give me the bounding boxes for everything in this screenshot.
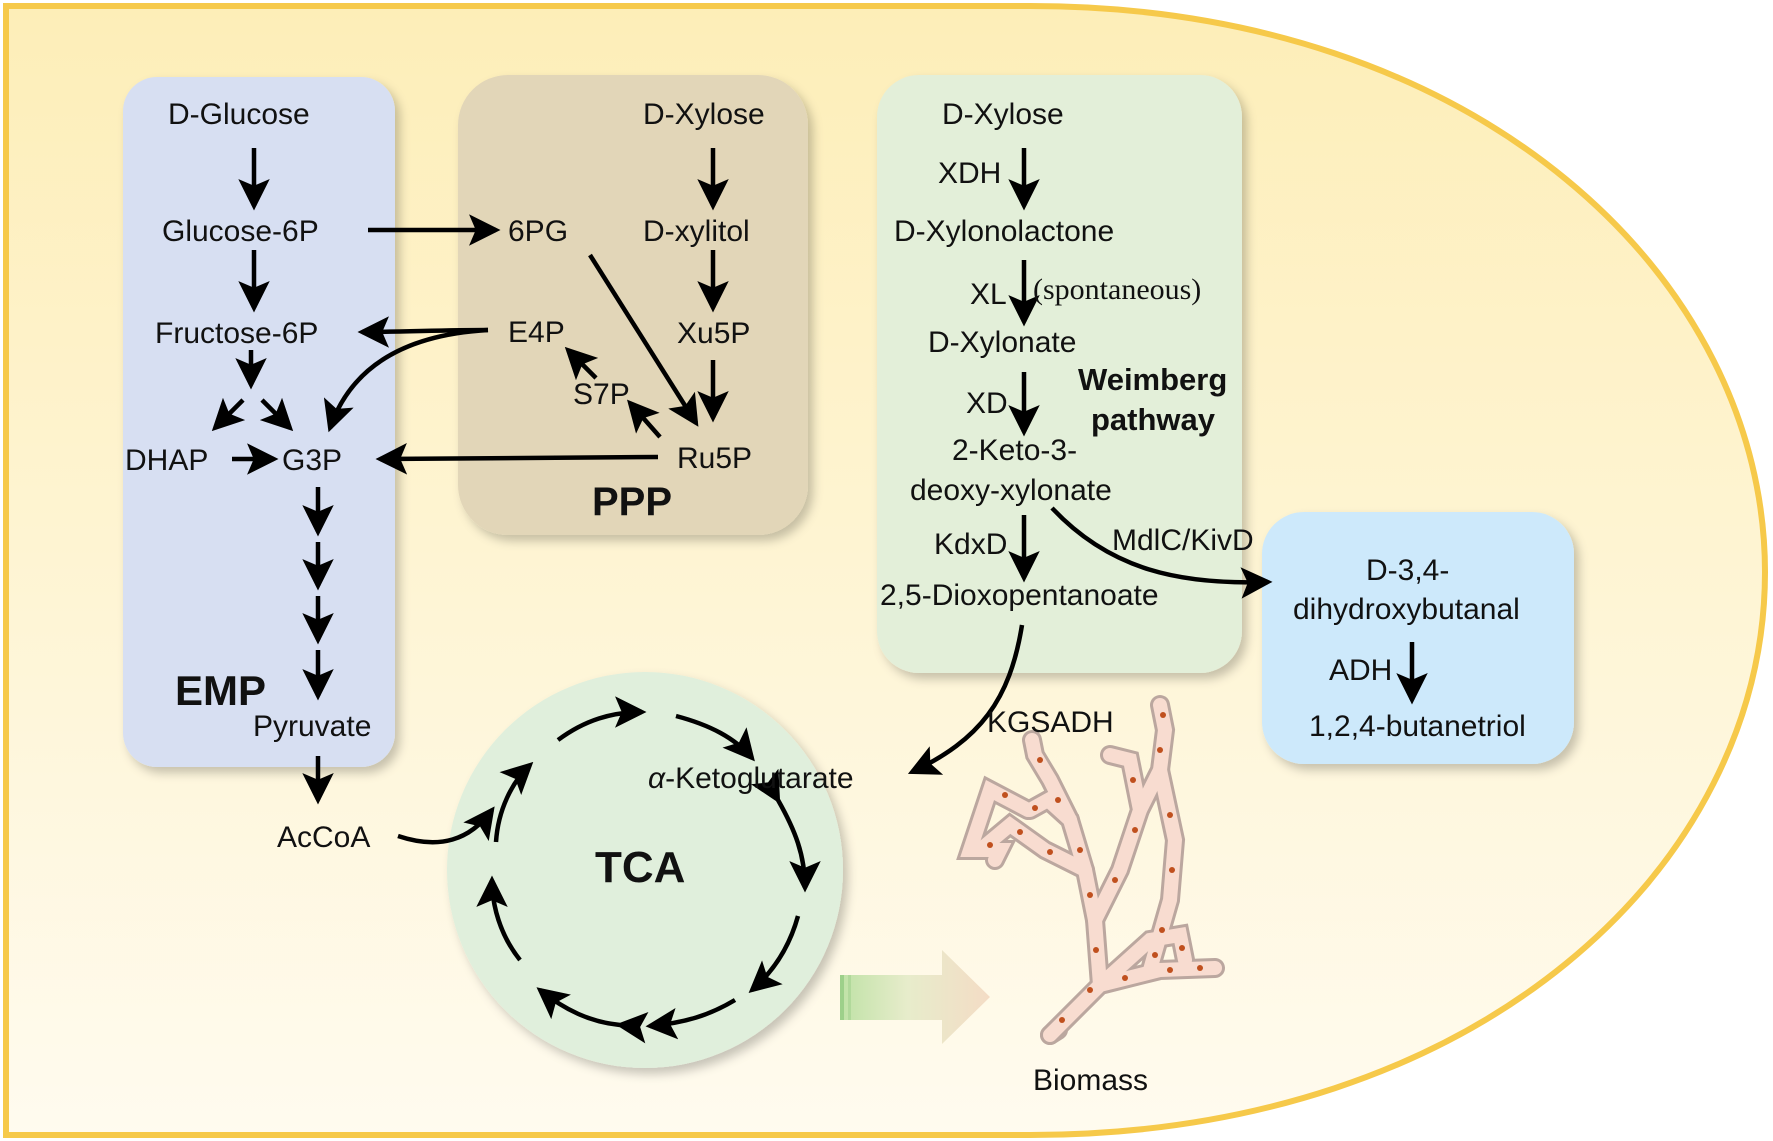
node-dhap: DHAP bbox=[125, 444, 208, 477]
enzyme-mdlc-kivd: MdlC/KivD bbox=[1112, 524, 1254, 557]
weimberg-label-line2: pathway bbox=[1091, 402, 1216, 437]
node-pyruvate: Pyruvate bbox=[253, 710, 371, 743]
node-glucose-6p: Glucose-6P bbox=[162, 215, 319, 248]
ppp-label: PPP bbox=[592, 480, 672, 524]
node-d-xylitol: D-xylitol bbox=[643, 215, 750, 248]
ppp-box bbox=[458, 75, 808, 535]
node-alpha-ketoglutarate: α-Ketoglutarate bbox=[648, 762, 854, 795]
node-ppp-d-xylose: D-Xylose bbox=[643, 98, 765, 131]
node-e4p: E4P bbox=[508, 316, 565, 349]
node-fructose-6p: Fructose-6P bbox=[155, 317, 318, 350]
node-1-2-4-butanetriol: 1,2,4-butanetriol bbox=[1309, 710, 1526, 743]
weimberg-box bbox=[877, 75, 1242, 673]
node-g3p: G3P bbox=[282, 444, 342, 477]
enzyme-xl: XL bbox=[970, 278, 1007, 311]
node-2-5-dioxopentanoate: 2,5-Dioxopentanoate bbox=[880, 579, 1159, 612]
biomass-hyphae-icon bbox=[956, 695, 1225, 1045]
node-d-glucose: D-Glucose bbox=[168, 98, 310, 131]
node-2-keto-3-line2: deoxy-xylonate bbox=[910, 474, 1112, 507]
tca-circle bbox=[447, 672, 843, 1068]
enzyme-adh: ADH bbox=[1329, 654, 1392, 687]
tca-label: TCA bbox=[595, 843, 685, 892]
enzyme-xd: XD bbox=[966, 387, 1008, 420]
node-2-keto-3-line1: 2-Keto-3- bbox=[952, 434, 1077, 467]
node-d-xylonolactone: D-Xylonolactone bbox=[894, 215, 1114, 248]
enzyme-xdh: XDH bbox=[938, 157, 1001, 190]
node-d-3-4-line1: D-3,4- bbox=[1366, 554, 1449, 587]
node-s7p: S7P bbox=[573, 378, 630, 411]
emp-box bbox=[123, 77, 395, 767]
node-accoa: AcCoA bbox=[277, 821, 370, 854]
butanetriol-box bbox=[1262, 512, 1574, 764]
enzyme-kgsadh: KGSADH bbox=[987, 706, 1114, 739]
arrows bbox=[211, 148, 1428, 1044]
emp-label: EMP bbox=[175, 667, 266, 714]
biomass-label: Biomass bbox=[1033, 1064, 1148, 1097]
node-d-xylonate: D-Xylonate bbox=[928, 326, 1076, 359]
label-spontaneous: (spontaneous) bbox=[1033, 273, 1201, 306]
node-ru5p: Ru5P bbox=[677, 442, 752, 475]
node-weimberg-d-xylose: D-Xylose bbox=[942, 98, 1064, 131]
node-6pg: 6PG bbox=[508, 215, 568, 248]
node-d-3-4-line2: dihydroxybutanal bbox=[1293, 593, 1520, 626]
node-xu5p: Xu5P bbox=[677, 317, 750, 350]
enzyme-kdxd: KdxD bbox=[934, 528, 1007, 561]
biomass-flow-arrow bbox=[840, 950, 990, 1044]
weimberg-label-line1: Weimberg bbox=[1078, 362, 1227, 397]
